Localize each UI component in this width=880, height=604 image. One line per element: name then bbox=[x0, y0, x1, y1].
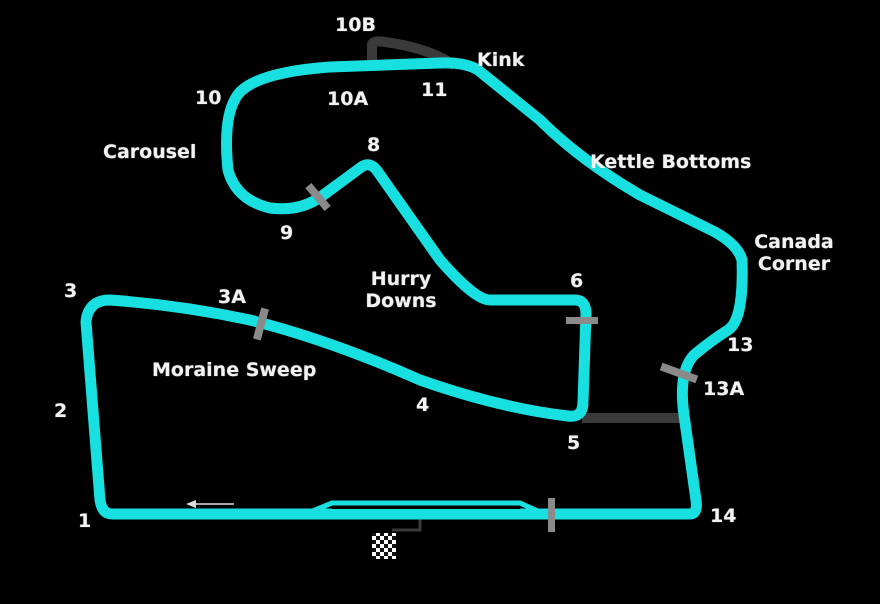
turn-label-6: 6 bbox=[570, 270, 584, 292]
turn-label-1: 1 bbox=[78, 510, 92, 532]
arrow-left-icon bbox=[186, 500, 234, 508]
track-outline bbox=[80, 57, 748, 520]
sector-marker-9 bbox=[305, 182, 331, 212]
turn-label-9: 9 bbox=[280, 222, 294, 244]
turn-label-8: 8 bbox=[367, 134, 381, 156]
turn-label-14: 14 bbox=[710, 505, 737, 527]
section-label-kettle-bottoms: Kettle Bottoms bbox=[590, 151, 752, 173]
sector-markers bbox=[252, 182, 699, 532]
turn-label-2: 2 bbox=[54, 400, 68, 422]
checkered-flag-icon bbox=[372, 533, 396, 559]
canada-corner-line-2: Corner bbox=[757, 253, 831, 275]
turn-label-3a: 3A bbox=[218, 286, 246, 308]
turn-label-5: 5 bbox=[567, 432, 581, 454]
turn-label-10b: 10B bbox=[335, 14, 376, 36]
turn-label-3: 3 bbox=[64, 280, 78, 302]
section-label-carousel: Carousel bbox=[103, 141, 197, 163]
sector-marker-3a bbox=[252, 307, 270, 341]
sector-marker-14 bbox=[548, 498, 555, 532]
hurry-downs-line-2: Downs bbox=[365, 290, 437, 312]
hurry-downs-line-1: Hurry bbox=[370, 268, 432, 290]
canada-corner-line-1: Canada bbox=[754, 231, 834, 253]
section-label-kink: Kink bbox=[477, 49, 525, 71]
turn-label-11: 11 bbox=[421, 79, 448, 101]
sector-marker-13a bbox=[659, 362, 699, 384]
turn-label-10a: 10A bbox=[327, 88, 369, 110]
section-label-canada-corner: Canada Corner bbox=[748, 231, 840, 275]
section-label-moraine-sweep: Moraine Sweep bbox=[152, 359, 317, 381]
turn-label-13: 13 bbox=[727, 334, 754, 356]
section-label-hurry-downs: Hurry Downs bbox=[358, 268, 444, 312]
turn-label-13a: 13A bbox=[703, 378, 745, 400]
sector-marker-6 bbox=[566, 317, 598, 324]
runoff-10b bbox=[367, 36, 458, 71]
pit-lane bbox=[309, 500, 542, 515]
turn-label-10: 10 bbox=[195, 87, 222, 109]
turn-label-4: 4 bbox=[416, 394, 430, 416]
